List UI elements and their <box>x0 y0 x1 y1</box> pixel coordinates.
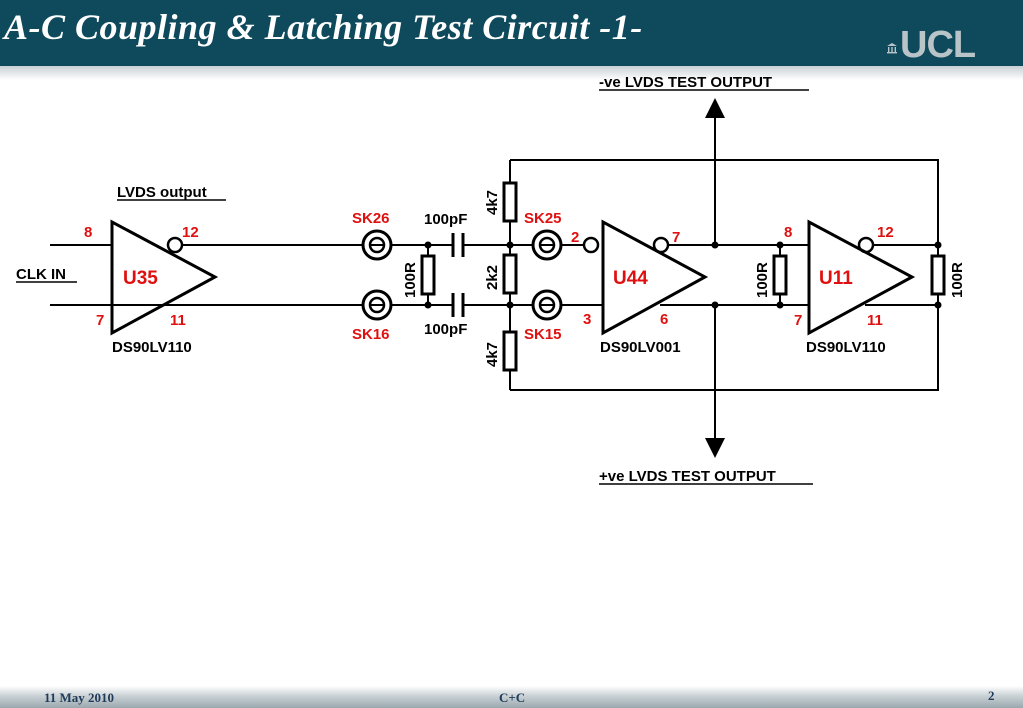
resistor-4k7-bottom <box>502 330 518 372</box>
pin-u11-12: 12 <box>877 224 894 241</box>
label-r-term2: 100R <box>754 262 771 298</box>
pin-u44-2: 2 <box>571 229 579 246</box>
pin-u44-3: 3 <box>583 311 591 328</box>
label-sk26: SK26 <box>352 210 390 227</box>
slide-title: A-C Coupling & Latching Test Circuit -1- <box>4 7 643 47</box>
label-r-mid: 2k2 <box>484 265 501 290</box>
pin-u11-11: 11 <box>867 312 883 329</box>
pin-u11-8: 8 <box>784 224 792 241</box>
pin-u35-12: 12 <box>182 224 199 241</box>
buffer-u44 <box>601 219 709 336</box>
label-r-term3: 100R <box>949 262 966 298</box>
pin-u35-7: 7 <box>96 312 104 329</box>
pin-u44-7: 7 <box>672 229 680 246</box>
footer-center: C+C <box>499 690 526 705</box>
chip-u11: U11 <box>819 268 853 289</box>
chip-u35: U35 <box>123 268 158 289</box>
label-r-bottom: 4k7 <box>484 342 501 367</box>
resistor-100r-3 <box>930 254 946 296</box>
portico-icon <box>887 43 897 54</box>
logo-text: UCL <box>900 24 976 66</box>
part-u44: DS90LV001 <box>600 339 681 356</box>
page-number: 2 <box>988 688 995 703</box>
part-u35: DS90LV110 <box>112 339 192 356</box>
header-bar: A-C Coupling & Latching Test Circuit -1-… <box>0 0 1023 66</box>
pin-u44-6: 6 <box>660 311 668 328</box>
label-clk-in: CLK IN <box>16 266 66 283</box>
pin-u11-7: 7 <box>794 312 802 329</box>
label-r-term1: 100R <box>402 262 419 298</box>
label-r-top: 4k7 <box>484 190 501 215</box>
label-ve-output: -ve LVDS TEST OUTPUT <box>599 74 772 91</box>
resistor-2k2 <box>502 253 518 295</box>
resistor-4k7-top <box>502 181 518 223</box>
footer-date: 11 May 2010 <box>44 690 115 705</box>
label-sk25: SK25 <box>524 210 562 227</box>
label-cap-bottom: 100pF <box>424 321 467 338</box>
header-shade <box>0 66 1023 80</box>
part-u11: DS90LV110 <box>806 339 886 356</box>
resistor-100r-2 <box>772 254 788 296</box>
label-sk16: SK16 <box>352 326 390 343</box>
footer-bar <box>0 686 1023 708</box>
chip-u44: U44 <box>613 268 648 289</box>
label-cap-top: 100pF <box>424 211 467 228</box>
label-lvds-output: LVDS output <box>117 184 207 201</box>
label-sk15: SK15 <box>524 326 562 343</box>
ucl-logo: UCL <box>886 24 1001 66</box>
pin-u35-11: 11 <box>170 312 186 329</box>
pin-u35-8: 8 <box>84 224 92 241</box>
label-pe-output: +ve LVDS TEST OUTPUT <box>599 468 776 485</box>
resistor-100r-1 <box>420 254 436 296</box>
